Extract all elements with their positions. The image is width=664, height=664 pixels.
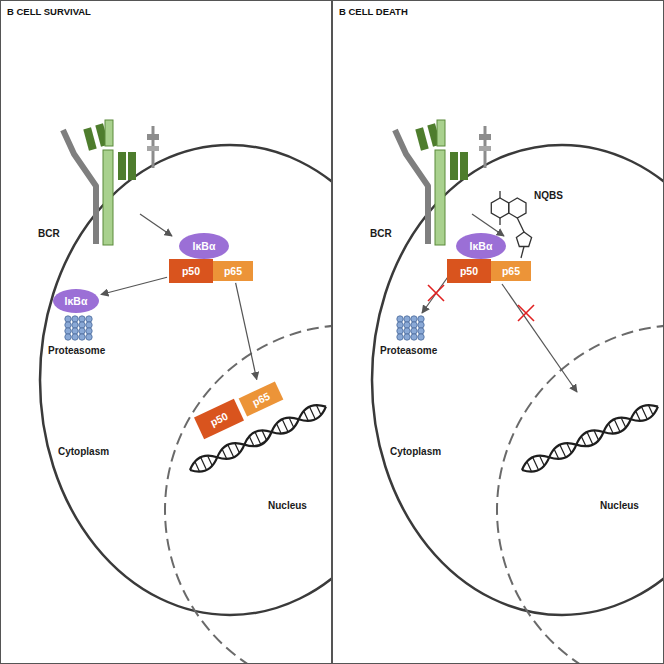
protein-name: p65 — [224, 265, 242, 278]
cell-left — [40, 120, 535, 664]
p65-subunit: p65 — [213, 261, 253, 281]
cell-right — [372, 120, 664, 664]
region-label: Cytoplasm — [58, 446, 109, 458]
p50-subunit: p50 — [194, 399, 244, 439]
cell-panel: B CELL DEATH IκBα p50 p65 — [332, 0, 664, 664]
region-label: Nucleus — [600, 500, 639, 512]
ikba-protein: IκBα — [456, 233, 506, 259]
blocked-mark — [428, 285, 534, 321]
ikba-protein: IκBα — [53, 289, 99, 313]
protein-name: p50 — [208, 409, 230, 428]
region-label: Nucleus — [268, 500, 307, 512]
protein-name: IκBα — [193, 240, 216, 253]
organelle-label: Proteasome — [380, 345, 437, 357]
p50-subunit: p50 — [169, 259, 213, 283]
region-label: Cytoplasm — [390, 446, 441, 458]
p65-subunit: p65 — [239, 381, 284, 416]
compound-label: NQBS — [534, 190, 563, 202]
protein-name: IκBα — [65, 295, 88, 308]
receptor-label: BCR — [370, 228, 392, 240]
p50-subunit: p50 — [447, 259, 491, 283]
protein-name: p65 — [250, 389, 272, 408]
panel-title: B CELL SURVIVAL — [7, 6, 91, 17]
protein-name: p65 — [502, 265, 520, 278]
cell-panel: B CELL SURVIVALIκBαp50p65IκBαp50p65 — [0, 0, 332, 664]
protein-name: IκBα — [470, 240, 493, 253]
panel-title: B CELL DEATH — [339, 6, 408, 17]
ikba-protein: IκBα — [179, 233, 229, 259]
flow-arrow — [236, 283, 257, 380]
protein-name: p50 — [182, 265, 200, 278]
protein-name: p50 — [460, 265, 478, 278]
p65-subunit: p65 — [491, 261, 531, 281]
receptor-label: BCR — [38, 228, 60, 240]
inhibitor-details — [422, 191, 577, 392]
flow-arrow — [101, 277, 167, 294]
organelle-label: Proteasome — [48, 345, 105, 357]
